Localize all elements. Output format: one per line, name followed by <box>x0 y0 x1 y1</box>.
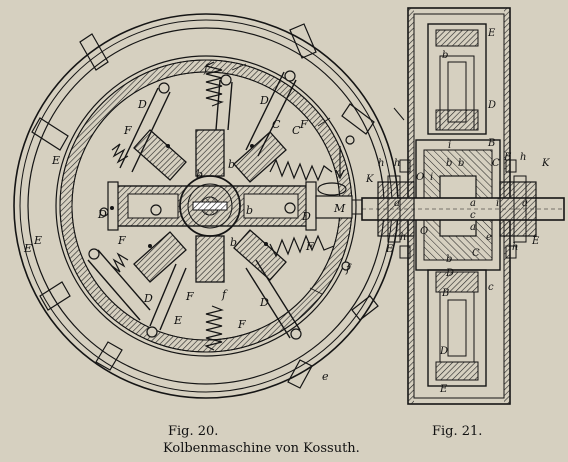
fig21-label: K <box>541 158 550 169</box>
fig20-label: E <box>173 314 182 327</box>
fig21-label: b <box>446 158 452 169</box>
fig20-side-view <box>13 13 399 399</box>
fig20-label: b <box>246 204 253 217</box>
spring-bottom <box>204 305 224 351</box>
fig21-label: B <box>441 288 449 299</box>
fig21-label: a <box>394 198 400 209</box>
fig21-label: h <box>400 232 406 243</box>
fig21-label: h <box>520 152 526 163</box>
figure-caption: Fig. 21. <box>432 424 483 439</box>
fig20-label: F <box>123 124 132 137</box>
fig20-label: F <box>237 318 246 331</box>
fig20-label: F <box>305 240 314 253</box>
fig20-label: D <box>259 296 269 309</box>
fig21-label: b <box>446 254 452 265</box>
fig21-label: i <box>448 140 451 151</box>
fig20-label: D <box>259 94 269 107</box>
fig21-label: i <box>496 198 499 209</box>
fig21-label: D <box>487 100 496 111</box>
fig20-label: F <box>185 290 194 303</box>
fig21-label: E <box>385 244 394 255</box>
fig21-label: h <box>512 242 518 253</box>
fig20-label: C <box>272 118 281 131</box>
fig21-label: K <box>365 174 374 185</box>
fig20-label: F <box>117 234 126 247</box>
fig20-label: f <box>345 262 352 275</box>
fig20-label: b <box>230 236 237 249</box>
fig21-label: c <box>488 282 494 293</box>
fig20-label: e <box>322 370 329 383</box>
fig21-label: D <box>439 346 448 357</box>
fig21-label: a <box>522 198 528 209</box>
fig21-label: b <box>442 50 448 61</box>
fig20-label: b <box>228 158 235 171</box>
fig21-label: h <box>394 158 400 169</box>
spring-left-upper <box>111 143 129 164</box>
fig20-label: D <box>137 98 147 111</box>
fig20-label: D <box>143 292 153 305</box>
fig21-label: C <box>472 248 480 259</box>
fig21-label: e <box>486 232 492 243</box>
fig21-label: C <box>492 158 500 169</box>
fig21-label: a <box>470 222 476 233</box>
fig21-label: b <box>458 158 464 169</box>
fig20-label: C <box>292 124 301 137</box>
fig20-label: E <box>33 234 42 247</box>
fig21-label: D <box>445 268 454 279</box>
spring-top <box>204 61 224 107</box>
fig20-label: D <box>97 208 107 221</box>
fig21-label: c <box>470 210 476 221</box>
figure-caption: Fig. 20. <box>168 424 219 439</box>
fig21-label: O <box>416 172 424 183</box>
fig20-label: E <box>23 242 32 255</box>
fig20-label: F <box>299 118 308 131</box>
fig21-label: E <box>439 384 448 395</box>
fig21-label: B <box>487 138 495 149</box>
fig21-label: E <box>531 236 540 247</box>
fig21-label: i <box>430 172 433 183</box>
fig21-label: O <box>420 226 428 237</box>
fig21-label: E <box>503 152 512 163</box>
upper-cylinder <box>427 23 487 135</box>
fig20-label: f <box>221 288 228 301</box>
spring-right-upper <box>269 158 333 182</box>
fig21-label: h <box>378 158 384 169</box>
fig20-label: M <box>333 202 346 215</box>
fig21-label: a <box>470 198 476 209</box>
fig20-label: b <box>196 168 203 181</box>
fig21-label: E <box>487 28 496 39</box>
plate-title: Kolbenmaschine von Kossuth. <box>163 441 360 456</box>
fig21-section-view <box>361 7 565 405</box>
fig20-label: D <box>301 210 311 223</box>
spring-left-lower <box>111 252 129 273</box>
fig20-label: f <box>203 62 210 75</box>
fig20-label: E <box>51 154 60 167</box>
spring-right-lower <box>269 234 335 258</box>
